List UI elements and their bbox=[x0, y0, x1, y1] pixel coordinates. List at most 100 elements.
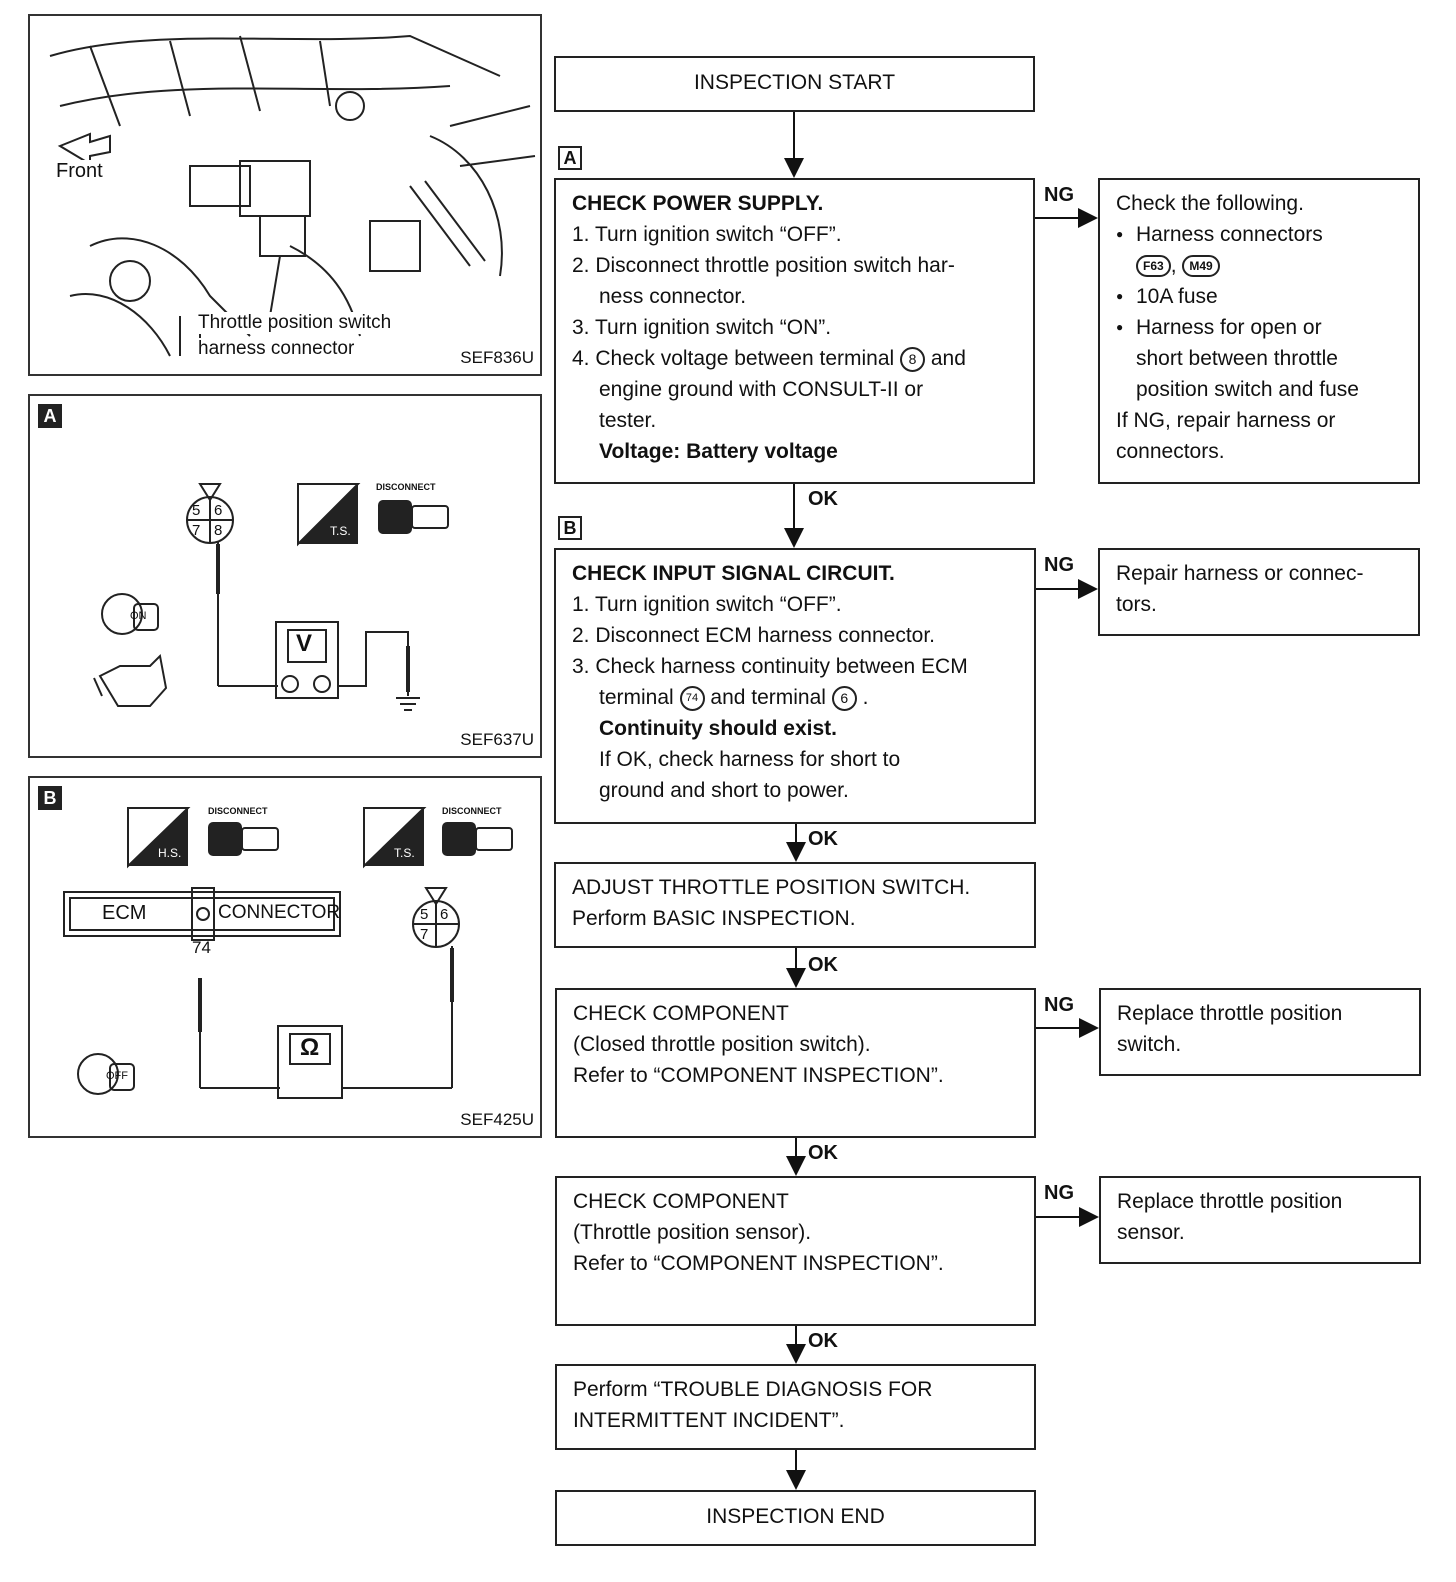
ok-label-2: OK bbox=[808, 828, 838, 850]
pin-6: 6 bbox=[440, 906, 449, 923]
comp2-ng-line-1: Replace throttle position bbox=[1117, 1190, 1343, 1213]
terminal-number: 74 bbox=[192, 938, 211, 957]
power-step-4-and: and bbox=[930, 347, 966, 370]
power-step-4-cont: engine ground with CONSULT-II or bbox=[599, 378, 924, 401]
power-step-1: 1. Turn ignition switch “OFF”. bbox=[572, 223, 842, 246]
power-ng-item-3-cont: short between throttle bbox=[1136, 347, 1338, 370]
meter-symbol: V bbox=[296, 630, 313, 657]
comp2-line-2: (Throttle position sensor). bbox=[573, 1221, 812, 1244]
engine-bay-illustration bbox=[49, 34, 536, 357]
ng-label-3: NG bbox=[1044, 994, 1074, 1016]
power-ng-box: Check the following. Harness connectors … bbox=[1098, 178, 1420, 484]
comp2-line-1: CHECK COMPONENT bbox=[573, 1190, 789, 1213]
check-power-supply-box: CHECK POWER SUPPLY. 1. Turn ignition swi… bbox=[554, 178, 1035, 484]
ok-label-3: OK bbox=[808, 954, 838, 976]
inspection-end-label: INSPECTION END bbox=[706, 1505, 885, 1528]
adjust-line-2: Perform BASIC INSPECTION. bbox=[572, 907, 856, 930]
input-extra-2: ground and short to power. bbox=[599, 779, 849, 802]
power-result: Voltage: Battery voltage bbox=[599, 440, 838, 463]
check-component-1-box: CHECK COMPONENT (Closed throttle positio… bbox=[555, 988, 1036, 1138]
meter-symbol: Ω bbox=[300, 1034, 320, 1061]
connector-label: CONNECTOR bbox=[218, 902, 341, 923]
power-ng-foot-2: connectors. bbox=[1116, 440, 1225, 463]
pin-5: 5 bbox=[192, 502, 201, 519]
pin-6: 6 bbox=[214, 502, 223, 519]
pin-8: 8 bbox=[214, 522, 223, 539]
continuity-test-diagram bbox=[63, 807, 513, 1099]
step-tag-b: B bbox=[558, 516, 582, 540]
ng-label-1: NG bbox=[1044, 184, 1074, 206]
comp1-line-2: (Closed throttle position switch). bbox=[573, 1033, 871, 1056]
pin-5: 5 bbox=[420, 906, 429, 923]
pin-7: 7 bbox=[192, 522, 201, 539]
power-step-4: 4. Check voltage between terminal 8 and bbox=[572, 343, 1033, 374]
power-ng-item-3-text: Harness for open or bbox=[1136, 316, 1322, 339]
power-step-4-cont2: tester. bbox=[599, 409, 657, 432]
power-title: CHECK POWER SUPPLY. bbox=[572, 192, 824, 215]
key-state: OFF bbox=[106, 1070, 128, 1082]
terminal-8-badge: 8 bbox=[900, 346, 926, 372]
figure-code: SEF637U bbox=[460, 730, 534, 749]
connector-label-line2: harness connector bbox=[198, 338, 355, 360]
key-state: ON bbox=[130, 610, 147, 622]
power-ng-item-3: Harness for open or bbox=[1116, 312, 1418, 343]
inspection-start-box: INSPECTION START bbox=[554, 56, 1035, 112]
front-label: Front bbox=[56, 160, 103, 183]
panel-tag: A bbox=[38, 404, 62, 428]
check-input-signal-box: CHECK INPUT SIGNAL CIRCUIT. 1. Turn igni… bbox=[554, 548, 1036, 824]
comp1-ng-line-2: switch. bbox=[1117, 1033, 1182, 1056]
perform-line-2: INTERMITTENT INCIDENT”. bbox=[573, 1409, 845, 1432]
disconnect-label-1: DISCONNECT bbox=[208, 806, 268, 816]
input-step-2: 2. Disconnect ECM harness connector. bbox=[572, 624, 936, 647]
comp2-ng-line-2: sensor. bbox=[1117, 1221, 1185, 1244]
power-step-2: 2. Disconnect throttle position switch h… bbox=[572, 254, 955, 277]
ecm-label: ECM bbox=[102, 902, 147, 924]
connector-label-line1: Throttle position switch bbox=[198, 312, 392, 334]
input-step-3-cont: terminal 74 and terminal 6 . bbox=[599, 685, 869, 711]
disconnect-label-2: DISCONNECT bbox=[442, 806, 502, 816]
power-ng-item-1: Harness connectors bbox=[1116, 219, 1418, 250]
circuit-panel-a: A 5 6 7 8 V DISC bbox=[28, 394, 542, 758]
power-ng-foot-1: If NG, repair harness or bbox=[1116, 409, 1336, 432]
input-step-3-terminal-text: terminal bbox=[599, 686, 674, 709]
power-ng-connectors: F63, M49 bbox=[1116, 250, 1418, 281]
inspection-start-label: INSPECTION START bbox=[693, 71, 896, 94]
power-ng-item-2-text: 10A fuse bbox=[1136, 285, 1218, 308]
ok-label-4: OK bbox=[808, 1142, 838, 1164]
step-tag-a: A bbox=[558, 146, 582, 170]
power-ng-list: Harness connectors F63, M49 10A fuse Har… bbox=[1116, 219, 1418, 343]
comp2-line-3: Refer to “COMPONENT INSPECTION”. bbox=[573, 1252, 944, 1275]
circuit-panel-b: B ECM CONNECTOR bbox=[28, 776, 542, 1138]
ts-label: T.S. bbox=[394, 846, 415, 860]
power-step-2-cont: ness connector. bbox=[599, 285, 747, 308]
power-ng-item-3-cont2: position switch and fuse bbox=[1136, 378, 1359, 401]
connector-m49-badge: M49 bbox=[1182, 255, 1220, 278]
input-step-3: 3. Check harness continuity between ECM bbox=[572, 655, 968, 678]
input-result: Continuity should exist. bbox=[599, 717, 838, 740]
voltage-test-diagram bbox=[93, 483, 449, 711]
connector-f63-badge: F63 bbox=[1136, 255, 1171, 278]
comp1-line-3: Refer to “COMPONENT INSPECTION”. bbox=[573, 1064, 944, 1087]
input-extra-1: If OK, check harness for short to bbox=[599, 748, 901, 771]
ok-label-5: OK bbox=[808, 1330, 838, 1352]
power-step-4-text: 4. Check voltage between terminal bbox=[572, 347, 895, 370]
input-ng-line-1: Repair harness or connec- bbox=[1116, 562, 1364, 585]
comp1-ng-line-1: Replace throttle position bbox=[1117, 1002, 1343, 1025]
figure-code: SEF836U bbox=[460, 348, 534, 367]
input-title: CHECK INPUT SIGNAL CIRCUIT. bbox=[572, 562, 895, 585]
adjust-line-1: ADJUST THROTTLE POSITION SWITCH. bbox=[572, 876, 971, 899]
perform-diagnosis-box: Perform “TROUBLE DIAGNOSIS FOR INTERMITT… bbox=[555, 1364, 1036, 1450]
ts-label: T.S. bbox=[330, 524, 351, 538]
power-step-3: 3. Turn ignition switch “ON”. bbox=[572, 316, 832, 339]
figure-code: SEF425U bbox=[460, 1110, 534, 1129]
check-component-2-box: CHECK COMPONENT (Throttle position senso… bbox=[555, 1176, 1036, 1326]
input-step-3-and-terminal: and terminal bbox=[710, 686, 826, 709]
power-ng-title: Check the following. bbox=[1116, 192, 1304, 215]
comp1-ng-box: Replace throttle position switch. bbox=[1099, 988, 1421, 1076]
terminal-74-badge: 74 bbox=[679, 685, 705, 711]
input-ng-box: Repair harness or connec- tors. bbox=[1098, 548, 1420, 636]
engine-illustration-panel: Front Throttle position switch harness c… bbox=[28, 14, 542, 376]
hs-label: H.S. bbox=[158, 846, 182, 860]
perform-line-1: Perform “TROUBLE DIAGNOSIS FOR bbox=[573, 1378, 933, 1401]
